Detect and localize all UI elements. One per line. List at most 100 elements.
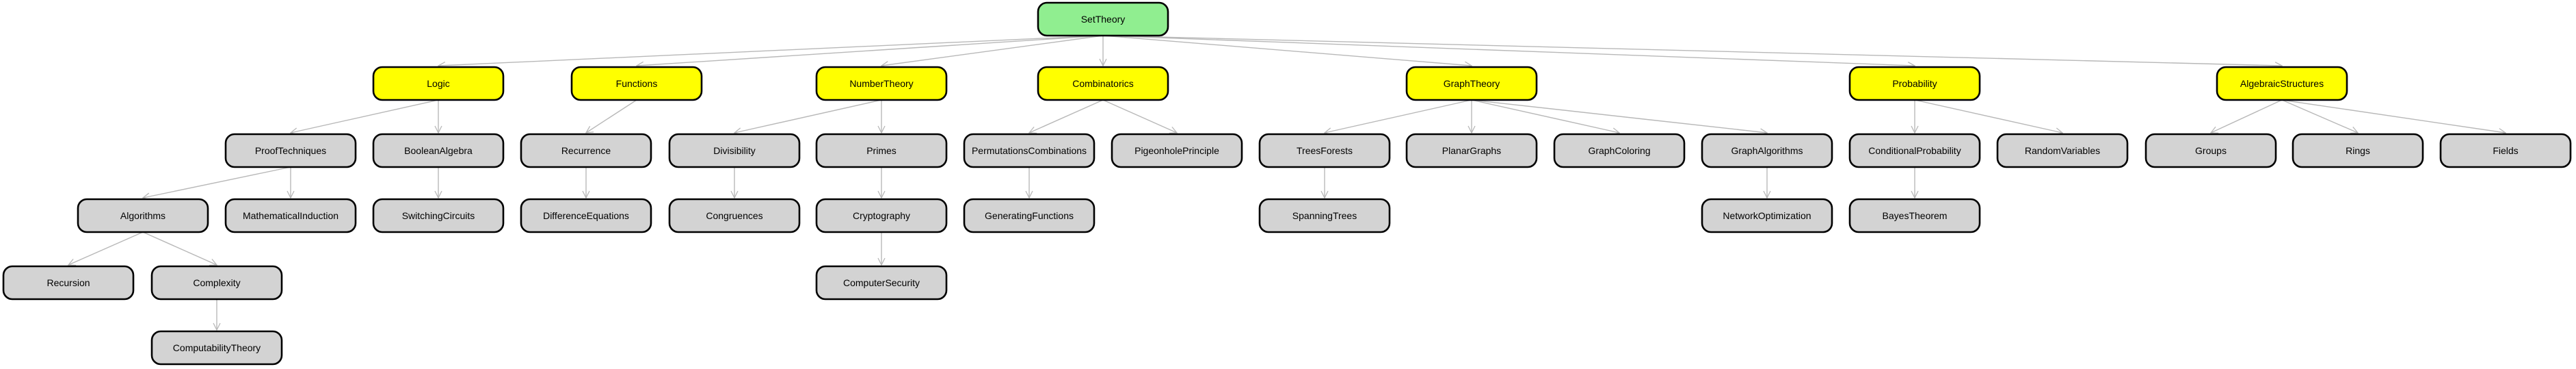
node-mathematical-induction: MathematicalInduction xyxy=(224,198,357,233)
node-box-primes xyxy=(815,133,948,168)
node-box-generating-functions xyxy=(963,198,1096,233)
node-box-planar-graphs xyxy=(1405,133,1538,168)
node-label-recursion: Recursion xyxy=(47,277,90,288)
node-box-functions xyxy=(570,66,703,101)
node-box-computer-security xyxy=(815,265,948,301)
node-label-complexity: Complexity xyxy=(193,277,240,288)
node-label-planar-graphs: PlanarGraphs xyxy=(1442,145,1501,156)
node-algebraic-structures: AlgebraicStructures xyxy=(2216,66,2348,101)
node-functions: Functions xyxy=(570,66,703,101)
node-box-permutations-combinations xyxy=(963,133,1096,168)
edge-graph-theory-to-trees-forests xyxy=(1325,99,1472,133)
node-box-logic xyxy=(372,66,505,101)
node-label-logic: Logic xyxy=(427,78,449,89)
node-switching-circuits: SwitchingCircuits xyxy=(372,198,505,233)
node-label-fields: Fields xyxy=(2493,145,2518,156)
node-label-divisibility: Divisibility xyxy=(713,145,755,156)
node-label-groups: Groups xyxy=(2195,145,2227,156)
node-label-proof-techniques: ProofTechniques xyxy=(255,145,326,156)
node-label-permutations-combinations: PermutationsCombinations xyxy=(972,145,1087,156)
node-box-combinatorics xyxy=(1037,66,1169,101)
edge-graph-theory-to-graph-coloring xyxy=(1471,99,1619,133)
node-box-trees-forests xyxy=(1258,133,1391,168)
node-planar-graphs: PlanarGraphs xyxy=(1405,133,1538,168)
node-label-rings: Rings xyxy=(2346,145,2370,156)
node-boolean-algebra: BooleanAlgebra xyxy=(372,133,505,168)
node-box-congruences xyxy=(668,198,801,233)
node-label-bayes-theorem: BayesTheorem xyxy=(1883,210,1948,221)
node-conditional-probability: ConditionalProbability xyxy=(1848,133,1981,168)
edges-layer xyxy=(68,35,2506,330)
node-box-bayes-theorem xyxy=(1848,198,1981,233)
node-box-number-theory xyxy=(815,66,948,101)
node-box-divisibility xyxy=(668,133,801,168)
node-computer-security: ComputerSecurity xyxy=(815,265,948,301)
node-box-computability-theory xyxy=(150,330,283,366)
node-primes: Primes xyxy=(815,133,948,168)
node-label-computer-security: ComputerSecurity xyxy=(843,277,920,288)
node-box-switching-circuits xyxy=(372,198,505,233)
node-box-recursion xyxy=(2,265,135,301)
edge-algorithms-to-complexity xyxy=(142,231,217,265)
node-congruences: Congruences xyxy=(668,198,801,233)
node-label-difference-equations: DifferenceEquations xyxy=(543,210,629,221)
node-recurrence: Recurrence xyxy=(520,133,652,168)
node-box-set-theory xyxy=(1037,1,1169,37)
node-box-mathematical-induction xyxy=(224,198,357,233)
node-label-graph-algorithms: GraphAlgorithms xyxy=(1731,145,1803,156)
node-rings: Rings xyxy=(2292,133,2424,168)
node-label-network-optimization: NetworkOptimization xyxy=(1723,210,1811,221)
node-label-generating-functions: GeneratingFunctions xyxy=(985,210,1074,221)
edge-combinatorics-to-permutations-combinations xyxy=(1029,99,1104,133)
node-combinatorics: Combinatorics xyxy=(1037,66,1169,101)
node-label-combinatorics: Combinatorics xyxy=(1072,78,1133,89)
edge-probability-to-random-variables xyxy=(1914,99,2062,133)
node-label-graph-theory: GraphTheory xyxy=(1444,78,1500,89)
node-divisibility: Divisibility xyxy=(668,133,801,168)
node-box-proof-techniques xyxy=(224,133,357,168)
node-graph-theory: GraphTheory xyxy=(1405,66,1538,101)
node-box-cryptography xyxy=(815,198,948,233)
node-label-congruences: Congruences xyxy=(706,210,762,221)
node-label-switching-circuits: SwitchingCircuits xyxy=(402,210,475,221)
node-label-trees-forests: TreesForests xyxy=(1297,145,1353,156)
node-box-pigeonhole-principle xyxy=(1111,133,1243,168)
node-label-number-theory: NumberTheory xyxy=(849,78,913,89)
node-label-spanning-trees: SpanningTrees xyxy=(1292,210,1357,221)
node-label-mathematical-induction: MathematicalInduction xyxy=(243,210,338,221)
edge-proof-techniques-to-algorithms xyxy=(143,166,291,198)
edge-combinatorics-to-pigeonhole-principle xyxy=(1102,99,1177,133)
node-label-algorithms: Algorithms xyxy=(120,210,165,221)
edge-algebraic-structures-to-rings xyxy=(2281,99,2358,133)
node-box-groups xyxy=(2145,133,2277,168)
node-groups: Groups xyxy=(2145,133,2277,168)
node-probability: Probability xyxy=(1848,66,1981,101)
node-algorithms: Algorithms xyxy=(77,198,209,233)
node-label-primes: Primes xyxy=(866,145,897,156)
node-spanning-trees: SpanningTrees xyxy=(1258,198,1391,233)
node-permutations-combinations: PermutationsCombinations xyxy=(963,133,1096,168)
node-recursion: Recursion xyxy=(2,265,135,301)
node-trees-forests: TreesForests xyxy=(1258,133,1391,168)
node-label-boolean-algebra: BooleanAlgebra xyxy=(404,145,473,156)
node-set-theory: SetTheory xyxy=(1037,1,1169,37)
edge-set-theory-to-functions xyxy=(637,35,1104,66)
node-box-random-variables xyxy=(1996,133,2129,168)
node-box-difference-equations xyxy=(520,198,652,233)
node-difference-equations: DifferenceEquations xyxy=(520,198,652,233)
node-box-graph-algorithms xyxy=(1701,133,1833,168)
node-box-graph-theory xyxy=(1405,66,1538,101)
node-label-cryptography: Cryptography xyxy=(853,210,910,221)
node-box-spanning-trees xyxy=(1258,198,1391,233)
node-number-theory: NumberTheory xyxy=(815,66,948,101)
node-box-network-optimization xyxy=(1701,198,1833,233)
node-box-algorithms xyxy=(77,198,209,233)
edge-set-theory-to-algebraic-structures xyxy=(1102,35,2282,66)
node-box-boolean-algebra xyxy=(372,133,505,168)
node-logic: Logic xyxy=(372,66,505,101)
node-label-set-theory: SetTheory xyxy=(1081,14,1126,25)
node-graph-coloring: GraphColoring xyxy=(1553,133,1686,168)
node-label-algebraic-structures: AlgebraicStructures xyxy=(2240,78,2324,89)
